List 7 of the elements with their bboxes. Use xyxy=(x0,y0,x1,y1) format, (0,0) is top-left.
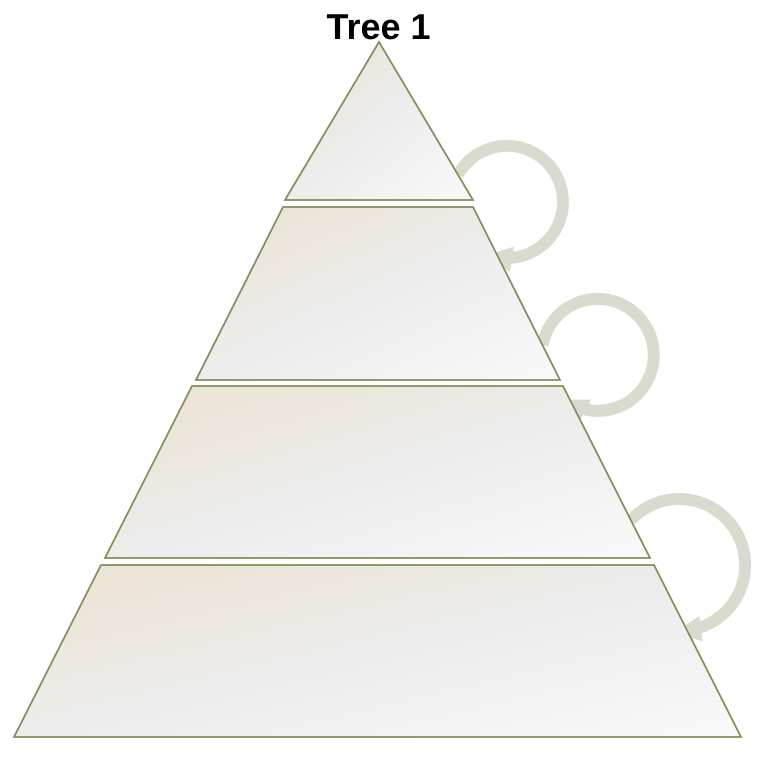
pyramid-segment xyxy=(14,565,741,737)
pyramid-segment xyxy=(105,386,650,558)
pyramid-top-segment xyxy=(285,42,473,200)
circular-arrow xyxy=(626,493,752,641)
pyramid-segment xyxy=(196,207,560,380)
circular-arrow xyxy=(452,140,569,272)
diagram-title: Tree 1 xyxy=(326,6,431,48)
